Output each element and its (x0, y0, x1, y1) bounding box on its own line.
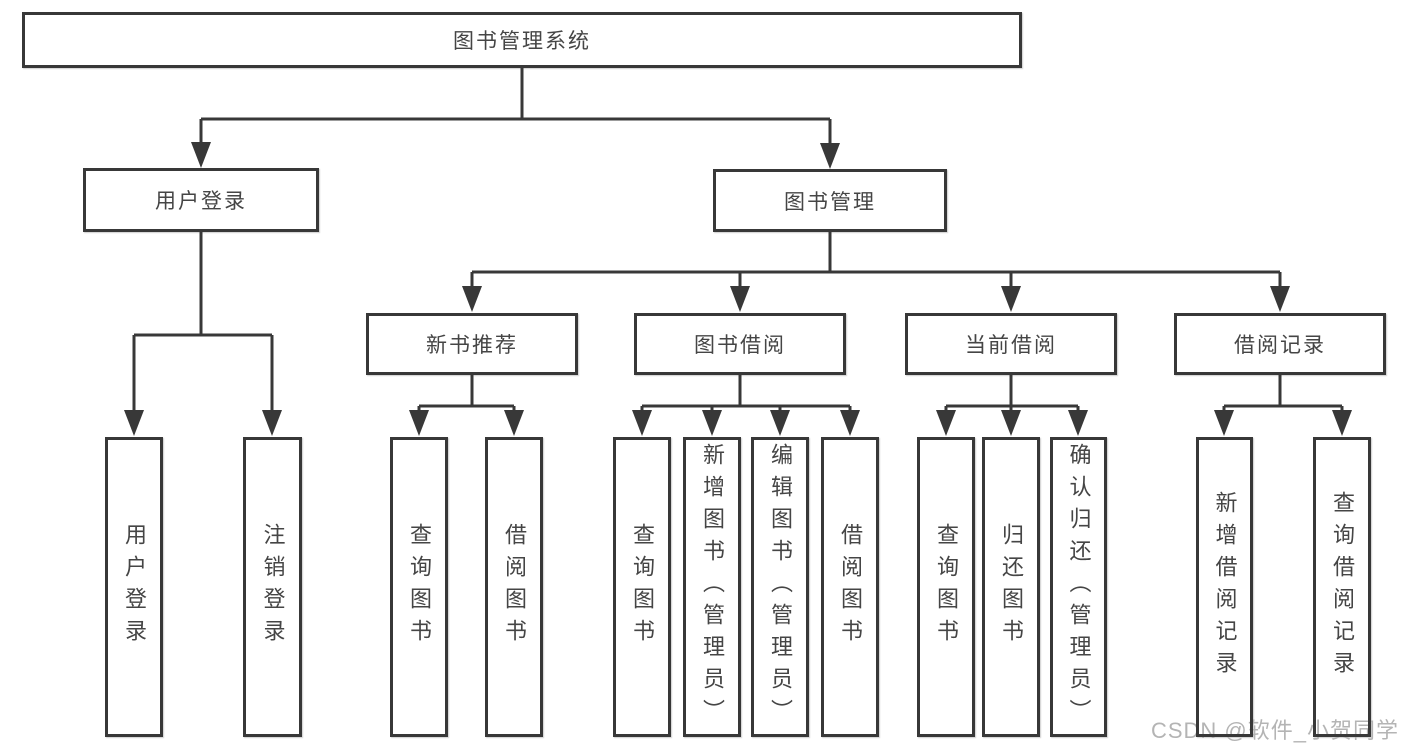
leaf-query-books-recommend-label: 查询图书 (407, 523, 432, 651)
node-current-borrowing-label: 当前借阅 (965, 334, 1057, 357)
arrowhead (820, 143, 840, 169)
leaf-return-books-label: 归还图书 (999, 523, 1024, 651)
leaf-edit-book-admin-label: 编辑图书（管理员） (768, 443, 793, 731)
leaf-query-books-borrowing-label: 查询图书 (630, 523, 655, 651)
node-new-book-recommend: 新书推荐 (366, 313, 578, 375)
arrowhead (1001, 410, 1021, 436)
arrowhead (632, 410, 652, 436)
arrowhead (124, 410, 144, 436)
leaf-return-books: 归还图书 (982, 437, 1040, 737)
watermark: CSDN @软件_小贺同学 (1150, 718, 1399, 743)
leaf-add-borrow-record-label: 新增借阅记录 (1212, 491, 1238, 683)
arrowhead (770, 410, 790, 436)
leaf-confirm-return-admin: 确认归还（管理员） (1050, 437, 1107, 737)
arrowhead (1001, 286, 1021, 312)
leaf-query-books-current-label: 查询图书 (934, 523, 959, 651)
leaf-user-login-label: 用户登录 (122, 523, 147, 651)
leaf-query-borrow-record-label: 查询借阅记录 (1330, 491, 1355, 683)
arrowhead (1332, 410, 1352, 436)
leaf-user-login: 用户登录 (105, 437, 163, 737)
leaf-borrow-books-recommend: 借阅图书 (485, 437, 543, 737)
leaf-add-book-admin: 新增图书（管理员） (683, 437, 741, 737)
node-user-login: 用户登录 (83, 168, 319, 232)
arrowheads (124, 142, 1352, 436)
leaf-query-borrow-record: 查询借阅记录 (1313, 437, 1371, 737)
node-user-login-label: 用户登录 (155, 190, 247, 213)
node-borrowing-records: 借阅记录 (1174, 313, 1386, 375)
node-library-management-system-label: 图书管理系统 (453, 30, 591, 53)
leaf-confirm-return-admin-label: 确认归还（管理员） (1066, 443, 1092, 731)
node-book-management-label: 图书管理 (784, 190, 876, 214)
arrowhead (1068, 410, 1088, 436)
arrowhead (262, 410, 282, 436)
leaf-edit-book-admin: 编辑图书（管理员） (751, 437, 809, 737)
arrowhead (1214, 410, 1234, 436)
arrowhead (840, 410, 860, 436)
leaf-query-books-borrowing: 查询图书 (613, 437, 671, 737)
arrowhead (730, 286, 750, 312)
node-borrowing-records-label: 借阅记录 (1234, 334, 1326, 357)
arrowhead (462, 286, 482, 312)
leaf-add-book-admin-label: 新增图书（管理员） (700, 443, 725, 731)
node-current-borrowing: 当前借阅 (905, 313, 1117, 375)
leaf-query-books-current: 查询图书 (917, 437, 975, 737)
arrowhead (191, 142, 211, 168)
node-book-borrowing-label: 图书借阅 (694, 334, 786, 357)
arrowhead (936, 410, 956, 436)
arrowhead (504, 410, 524, 436)
leaf-add-borrow-record: 新增借阅记录 (1196, 437, 1253, 737)
leaf-logout-label: 注销登录 (260, 523, 286, 651)
arrowhead (1270, 286, 1290, 312)
node-new-book-recommend-label: 新书推荐 (426, 334, 518, 357)
node-library-management-system: 图书管理系统 (22, 12, 1022, 68)
leaf-borrow-books-borrowing-label: 借阅图书 (838, 523, 863, 651)
leaf-borrow-books-recommend-label: 借阅图书 (502, 523, 527, 651)
leaf-query-books-recommend: 查询图书 (390, 437, 448, 737)
arrowhead (409, 410, 429, 436)
leaf-logout: 注销登录 (243, 437, 302, 737)
leaf-borrow-books-borrowing: 借阅图书 (821, 437, 879, 737)
node-book-management: 图书管理 (713, 169, 947, 232)
node-book-borrowing: 图书借阅 (634, 313, 846, 375)
arrowhead (702, 410, 722, 436)
